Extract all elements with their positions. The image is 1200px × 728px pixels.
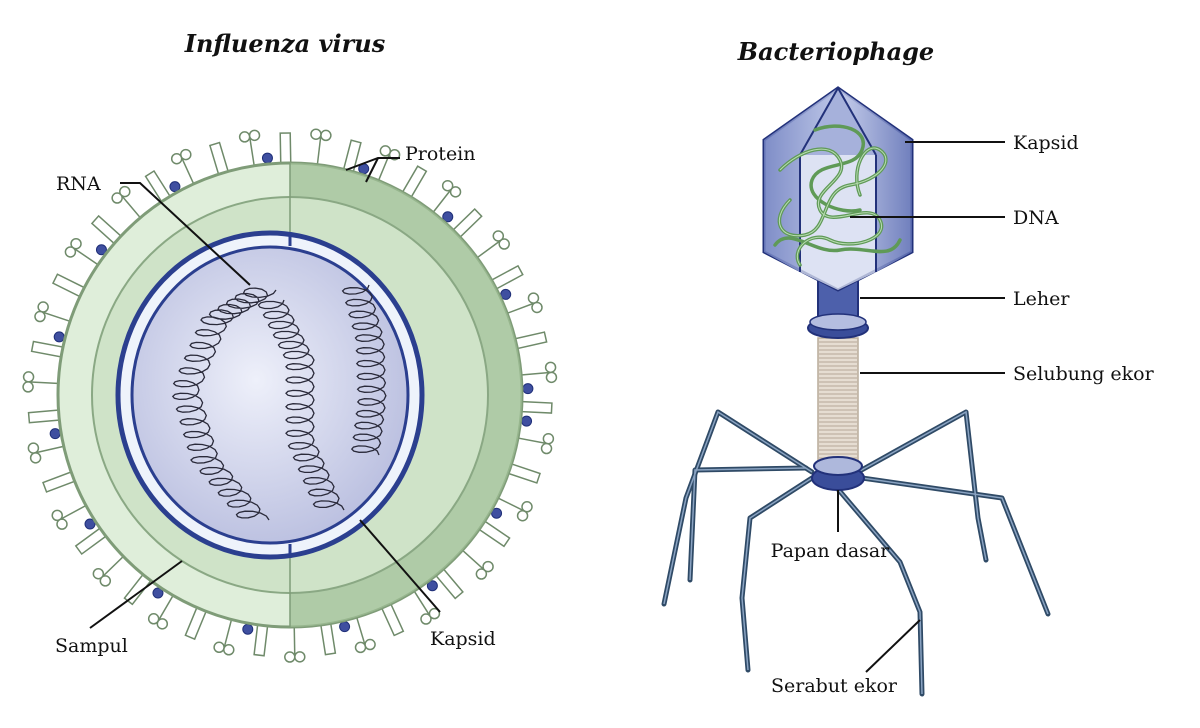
label-protein: Protein xyxy=(405,143,476,165)
bacteriophage-group: Bacteriophage xyxy=(661,37,1155,697)
spike xyxy=(27,428,70,464)
tail-fiber-5 xyxy=(859,475,1051,617)
influenza-title: Influenza virus xyxy=(184,29,386,58)
label-leher: Leher xyxy=(1013,288,1070,310)
phage-dna-highlight xyxy=(778,147,887,266)
protein-leader-line-2 xyxy=(365,157,379,183)
spike xyxy=(491,494,533,522)
kapsid-leader-line xyxy=(359,519,441,613)
spike xyxy=(242,617,270,657)
base-plate-top xyxy=(813,456,863,476)
capsid-core xyxy=(130,245,410,545)
spike xyxy=(515,361,558,395)
serabut-ekor-leader-line xyxy=(865,619,921,673)
bacteriophage-title: Bacteriophage xyxy=(737,37,934,66)
rna-leader-line xyxy=(120,182,251,286)
spike xyxy=(238,129,273,172)
label-serabut-ekor: Serabut ekor xyxy=(771,675,898,697)
label-kapsid-phage: Kapsid xyxy=(1013,132,1079,154)
spike xyxy=(457,545,494,580)
neck-collar-top xyxy=(809,313,867,331)
label-selubung-ekor: Selubung ekor xyxy=(1013,363,1155,385)
rna-strands xyxy=(171,284,387,521)
spike xyxy=(514,400,553,427)
envelope-spikes xyxy=(22,128,558,663)
sampul-leader-line xyxy=(89,560,183,629)
influenza-virus-group: Influenza virus RNA Protein Sampul Kapsi… xyxy=(22,29,558,663)
label-papan-dasar: Papan dasar xyxy=(771,540,891,562)
tail-fiber-2 xyxy=(739,475,815,673)
label-dna: DNA xyxy=(1013,207,1059,229)
spike xyxy=(22,371,65,393)
spike xyxy=(310,128,332,171)
label-rna: RNA xyxy=(56,173,101,195)
tail-fiber-1 xyxy=(661,409,815,607)
label-sampul: Sampul xyxy=(55,635,128,657)
tail-fiber-highlights xyxy=(663,410,1049,695)
spike xyxy=(471,230,510,262)
label-kapsid-influenza: Kapsid xyxy=(430,628,496,650)
